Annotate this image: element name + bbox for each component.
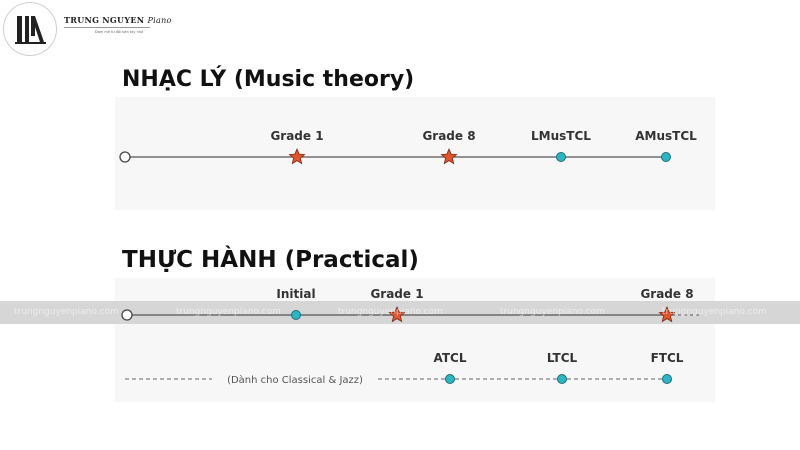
milestone-label: LMusTCL [531,129,591,143]
milestone-label: Initial [276,287,315,301]
star-marker [288,147,306,165]
dot-marker [662,374,672,384]
brand-name-text: TRUNG NGUYEN [64,15,145,25]
watermark-text: trungnguyenpiano.com [176,307,281,317]
watermark-text: trungnguyenpiano.com [338,307,443,317]
dot-marker [557,374,567,384]
diploma-note: (Dành cho Classical & Jazz) [227,374,363,386]
watermark-text: trungnguyenpiano.com [500,307,605,317]
practical-heading: THỰC HÀNH (Practical) [122,247,419,273]
brand-logo[interactable] [3,2,57,56]
watermark-text: trungnguyenpiano.com [662,307,767,317]
dot-marker [556,152,566,162]
milestone-label: Grade 1 [270,129,323,143]
star-marker [658,305,676,323]
practical-panel [115,278,715,402]
piano-logo-icon [15,16,46,44]
milestone-label: Grade 8 [640,287,693,301]
watermark-text: trungnguyenpiano.com [14,307,119,317]
brand-name: TRUNG NGUYEN Piano [64,15,172,25]
dot-marker [445,374,455,384]
star-marker [440,147,458,165]
brand-tagline: Đam mê từ đôi bàn tay nhỏ [95,30,144,34]
brand-divider [64,27,150,28]
milestone-label: AMusTCL [635,129,697,143]
milestone-label: LTCL [547,351,578,365]
milestone-label: Grade 1 [370,287,423,301]
practical-start-node [121,309,133,321]
dot-marker [291,310,301,320]
theory-start-node [119,151,131,163]
dot-marker [661,152,671,162]
milestone-label: Grade 8 [422,129,475,143]
theory-heading: NHẠC LÝ (Music theory) [122,67,415,92]
milestone-label: FTCL [651,351,684,365]
theory-panel [115,97,715,210]
brand-script-text: Piano [147,16,172,25]
milestone-label: ATCL [434,351,467,365]
star-marker [388,305,406,323]
